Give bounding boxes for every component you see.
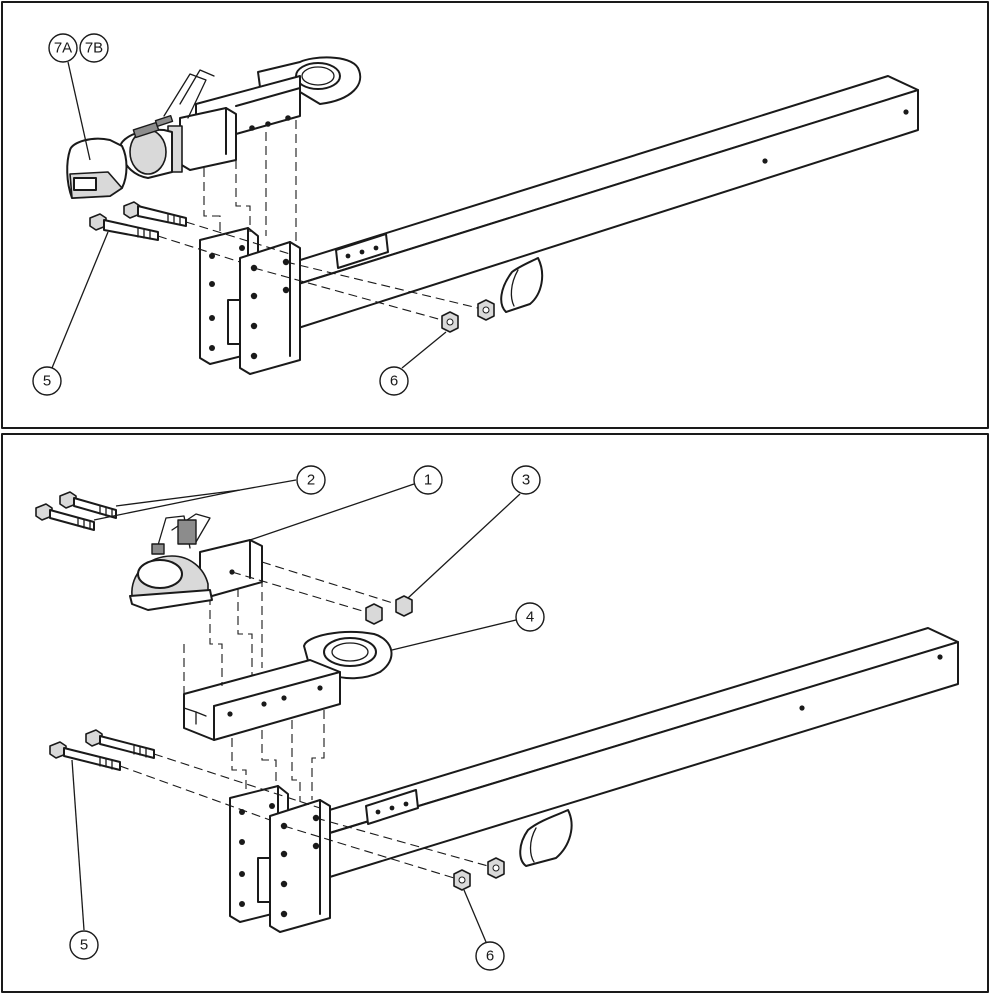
bottom-nut-top-left-path <box>231 571 367 613</box>
top-callout-7b: 7B <box>79 33 109 63</box>
bottom-callout-2-leader-b <box>93 489 241 521</box>
bottom-panel-frame <box>1 433 989 993</box>
bottom-lunette-channel <box>183 630 393 741</box>
top-callout-7a: 7A <box>48 33 78 63</box>
top-bolt-upper-path <box>185 221 291 255</box>
bottom-callout-2-leader <box>115 479 297 507</box>
top-callout-6-leader <box>401 331 447 369</box>
svg-text:5: 5 <box>43 373 51 390</box>
svg-text:7A: 7A <box>54 40 72 57</box>
bottom-bolt-top-lower <box>35 503 95 531</box>
bottom-callout-1-leader <box>249 483 415 541</box>
top-alignment-lines <box>203 120 297 244</box>
svg-text:2: 2 <box>307 472 315 489</box>
bottom-alignment-lines-upper <box>183 578 263 694</box>
bottom-nut-top-left <box>365 603 383 625</box>
bottom-bracket-tab <box>365 789 419 825</box>
bottom-callout-6-leader <box>463 889 487 943</box>
bottom-nut-top-right-path <box>261 561 397 605</box>
bottom-nut-right <box>487 857 505 879</box>
bottom-coupler <box>129 513 263 611</box>
svg-text:3: 3 <box>522 472 530 489</box>
bottom-nut-right-path <box>315 817 489 867</box>
top-bolt-lower <box>89 213 159 241</box>
bottom-callout-4-leader <box>391 619 517 651</box>
bottom-callout-4: 4 <box>515 602 545 632</box>
bottom-nut-top-right <box>395 595 413 617</box>
svg-text:1: 1 <box>424 472 432 489</box>
svg-text:6: 6 <box>390 373 398 390</box>
bottom-alignment-lines-lower <box>231 696 325 802</box>
top-panel: 7A 7B 5 6 <box>32 33 919 396</box>
top-panel-frame <box>1 1 989 429</box>
top-bracket-tab <box>335 233 389 269</box>
bottom-bolt-lower <box>49 741 121 771</box>
bottom-nut-left-path <box>283 825 455 879</box>
bottom-callout-5: 5 <box>69 930 99 960</box>
svg-text:5: 5 <box>80 937 88 954</box>
bottom-bolt-upper <box>85 729 155 759</box>
top-nut-right-path <box>285 261 479 309</box>
bottom-tongue-tube <box>289 627 959 881</box>
bottom-bolt-lower-path <box>119 765 271 821</box>
bottom-hanger-strap <box>519 809 573 867</box>
bottom-callout-1: 1 <box>413 465 443 495</box>
bottom-callout-5-leader <box>71 759 85 931</box>
bottom-callout-2: 2 <box>296 465 326 495</box>
svg-text:4: 4 <box>526 609 534 626</box>
bottom-bolt-top-upper <box>59 491 117 519</box>
bottom-panel: 2 1 3 4 5 6 <box>35 465 959 971</box>
svg-text:7B: 7B <box>85 40 103 57</box>
top-front-plate <box>239 241 301 375</box>
bottom-callout-3: 3 <box>511 465 541 495</box>
bottom-callout-6: 6 <box>475 941 505 971</box>
top-callout-5-leader <box>51 231 109 369</box>
top-ball-socket <box>66 137 128 199</box>
bottom-bolt-upper-path <box>153 753 321 809</box>
top-callout-5: 5 <box>32 366 62 396</box>
svg-text:6: 6 <box>486 948 494 965</box>
top-bolt-upper <box>123 201 187 227</box>
top-nut-right <box>477 299 495 321</box>
top-bolt-lower-path <box>157 235 241 263</box>
top-coupler <box>118 69 237 179</box>
top-tongue-tube <box>261 75 919 331</box>
top-nut-left-path <box>253 267 443 321</box>
bottom-callout-3-leader <box>407 493 521 599</box>
top-hanger-strap <box>500 257 544 313</box>
top-nut-left <box>441 311 459 333</box>
top-callout-7-leader <box>67 61 91 161</box>
top-callout-6: 6 <box>379 366 409 396</box>
bottom-nut-left <box>453 869 471 891</box>
